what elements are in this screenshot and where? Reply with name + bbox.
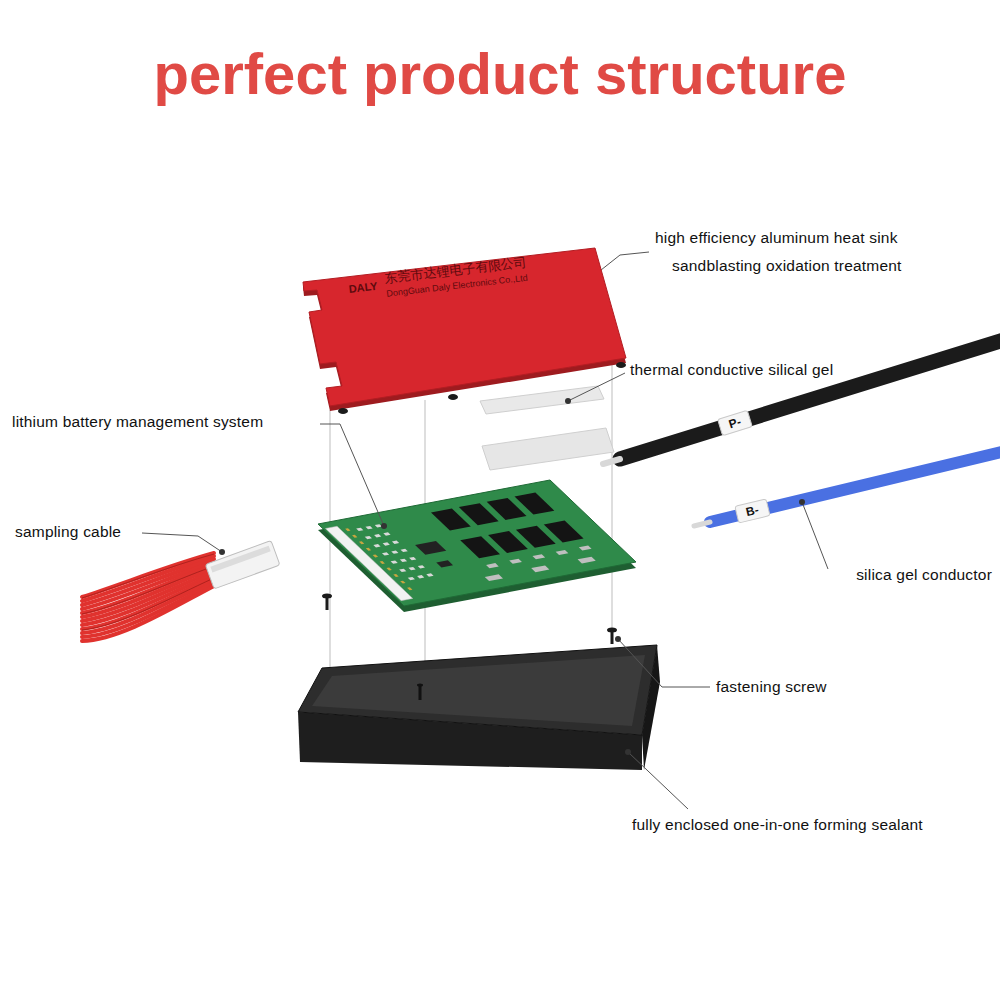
blue-cable bbox=[694, 450, 1000, 526]
callout-label: fastening screw bbox=[716, 678, 827, 697]
thermal-pad bbox=[480, 386, 614, 470]
cable-marker-text: B- bbox=[744, 503, 760, 520]
brand-logo: DALY bbox=[348, 279, 378, 294]
callout-label: thermal conductive silical gel bbox=[630, 361, 833, 380]
cable-marker-text: P- bbox=[727, 414, 743, 431]
page-title: perfect product structure bbox=[0, 42, 1000, 106]
cable-sleeve-marker: B- bbox=[734, 498, 770, 524]
callout-label: sandblasting oxidation treatment bbox=[672, 257, 902, 276]
heat-sink-plate: DALY东莞市达锂电子有限公司DongGuan Daly Electronics… bbox=[303, 248, 628, 414]
callout-label: silica gel conductor bbox=[856, 566, 992, 585]
callout-label: fully enclosed one-in-one forming sealan… bbox=[632, 816, 923, 835]
cable-sleeve-marker: P- bbox=[717, 410, 753, 437]
pcb-board bbox=[318, 480, 636, 612]
callout-label: lithium battery management system bbox=[12, 413, 263, 432]
sampling-cable bbox=[82, 541, 280, 641]
fastening-screw-symbol bbox=[322, 594, 617, 645]
callout-label: sampling cable bbox=[15, 523, 121, 542]
sealant-housing bbox=[298, 645, 660, 770]
callout-label: high efficiency aluminum heat sink bbox=[655, 229, 898, 248]
black-cable bbox=[603, 338, 1000, 464]
